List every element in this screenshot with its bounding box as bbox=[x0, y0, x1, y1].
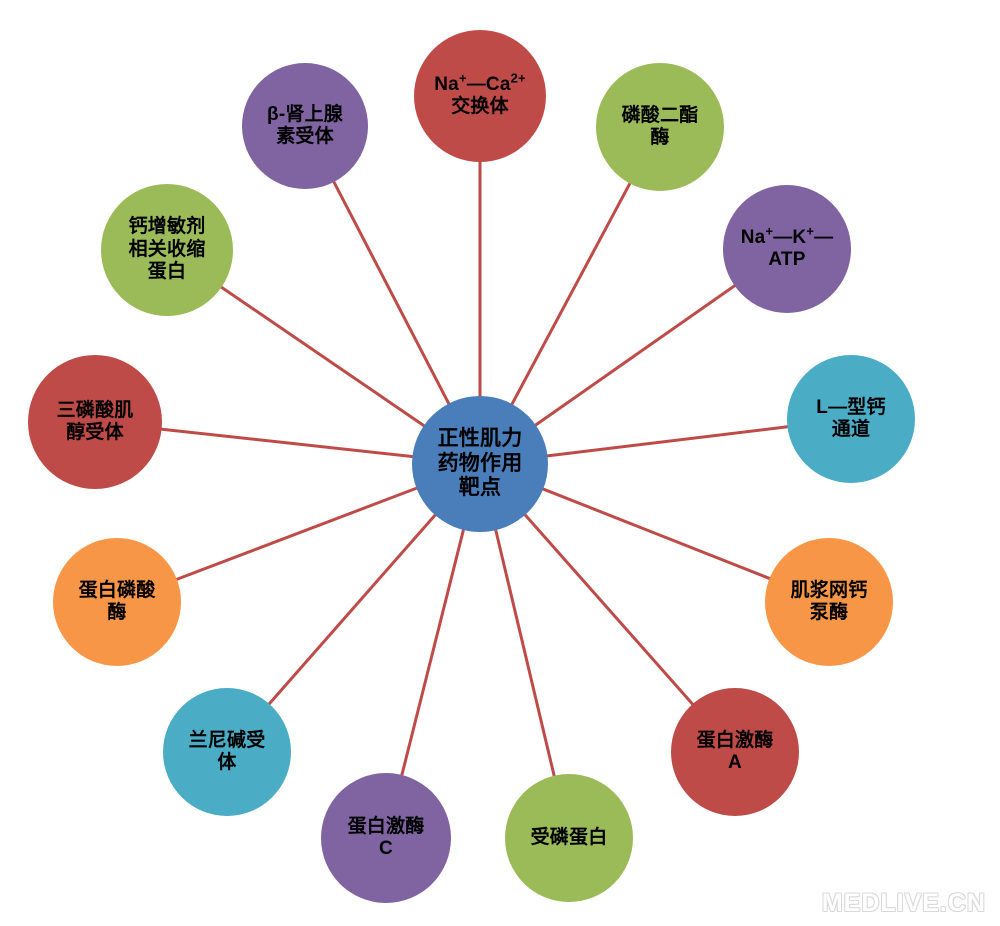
node-calcium-sensitizer-proteins-label: 钙增敏剂相关收缩蛋白 bbox=[128, 216, 206, 283]
node-l-type-calcium-channel-label: L—型钙通道 bbox=[816, 396, 886, 440]
node-ip3-receptor[interactable]: 三磷酸肌醇受体 bbox=[28, 355, 162, 489]
node-beta-adrenergic-receptor-label: β-肾上腺素受体 bbox=[267, 103, 343, 147]
watermark: MEDLIVE.CN bbox=[821, 889, 986, 917]
center-node[interactable]: 正性肌力药物作用靶点 bbox=[412, 396, 548, 532]
edge-center-to-sr-calcium-pump bbox=[540, 486, 772, 581]
node-beta-adrenergic-receptor[interactable]: β-肾上腺素受体 bbox=[242, 63, 368, 189]
node-sr-calcium-pump-label: 肌浆网钙泵酶 bbox=[790, 579, 868, 623]
edge-center-to-ryanodine-receptor bbox=[266, 512, 438, 707]
node-na-ca-exchanger[interactable]: Na+—Ca2+交换体 bbox=[414, 30, 546, 162]
edge-center-to-protein-kinase-c bbox=[399, 527, 466, 778]
node-phosphodiesterase-label: 磷酸二酯酶 bbox=[621, 104, 699, 148]
node-ryanodine-receptor[interactable]: 兰尼碱受体 bbox=[163, 688, 291, 816]
edge-center-to-l-type-calcium-channel bbox=[545, 425, 790, 458]
center-node-label: 正性肌力药物作用靶点 bbox=[437, 426, 523, 500]
edge-center-to-na-k-atp bbox=[533, 283, 738, 428]
edge-center-to-ip3-receptor bbox=[159, 427, 415, 459]
node-na-k-atp-label: Na+—K+—ATP bbox=[740, 223, 834, 270]
node-protein-phosphatase-label: 蛋白磷酸酶 bbox=[78, 579, 156, 623]
node-phospholamban[interactable]: 受磷蛋白 bbox=[505, 774, 633, 902]
node-sr-calcium-pump[interactable]: 肌浆网钙泵酶 bbox=[765, 538, 893, 666]
edge-center-to-beta-adrenergic-receptor bbox=[331, 179, 452, 407]
node-phospholamban-label: 受磷蛋白 bbox=[530, 826, 608, 848]
node-phosphodiesterase[interactable]: 磷酸二酯酶 bbox=[596, 63, 724, 191]
node-l-type-calcium-channel[interactable]: L—型钙通道 bbox=[787, 355, 915, 483]
node-calcium-sensitizer-proteins[interactable]: 钙增敏剂相关收缩蛋白 bbox=[101, 184, 233, 316]
edge-center-to-protein-kinase-a bbox=[522, 512, 696, 707]
edge-center-to-protein-phosphatase bbox=[174, 486, 419, 582]
node-na-ca-exchanger-label: Na+—Ca2+交换体 bbox=[434, 70, 526, 117]
node-na-k-atp[interactable]: Na+—K+—ATP bbox=[723, 185, 851, 313]
edge-center-to-calcium-sensitizer-proteins bbox=[218, 284, 427, 428]
edge-center-to-phospholamban bbox=[493, 527, 557, 779]
node-ip3-receptor-label: 三磷酸肌醇受体 bbox=[56, 399, 134, 443]
node-protein-phosphatase[interactable]: 蛋白磷酸酶 bbox=[53, 538, 181, 666]
edge-center-to-phosphodiesterase bbox=[509, 180, 633, 407]
node-ryanodine-receptor-label: 兰尼碱受体 bbox=[188, 729, 266, 773]
